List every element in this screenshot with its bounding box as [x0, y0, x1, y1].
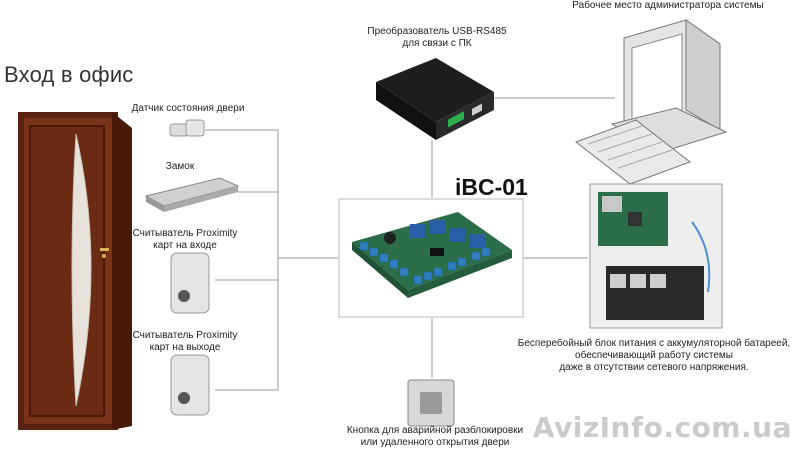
converter-label: Преобразователь USB-RS485 для связи с ПК: [367, 26, 507, 49]
admin-pc-label: Рабочее место администратора системы: [572, 0, 764, 11]
controller-title: iBC-01: [455, 174, 528, 200]
reader-out-image: [170, 354, 210, 416]
usb-rs485-converter-image: [376, 58, 494, 140]
exit-button-image: [407, 379, 455, 427]
reader-out-label: Считыватель Proximity карт на выходе: [132, 330, 238, 353]
door-sensor-label: Датчик состояния двери: [131, 103, 245, 114]
ibc-01-controller-image: [338, 198, 524, 318]
ups-power-supply-image: [589, 183, 723, 329]
door-image: [18, 112, 132, 430]
lock-label: Замок: [165, 161, 195, 172]
reader-in-image: [170, 252, 210, 314]
ups-label: Бесперебойный блок питания с аккумулятор…: [517, 338, 791, 373]
computer-workstation-image: [574, 19, 728, 184]
exit-button-label: Кнопка для аварийной разблокировки или у…: [346, 425, 524, 448]
page-title: Вход в офис: [4, 62, 134, 87]
reader-in-label: Считыватель Proximity карт на входе: [132, 228, 238, 251]
watermark: AvizInfo.com.ua: [532, 411, 792, 444]
door-sensor-image: [169, 119, 205, 137]
magnetic-lock-image: [144, 177, 240, 212]
